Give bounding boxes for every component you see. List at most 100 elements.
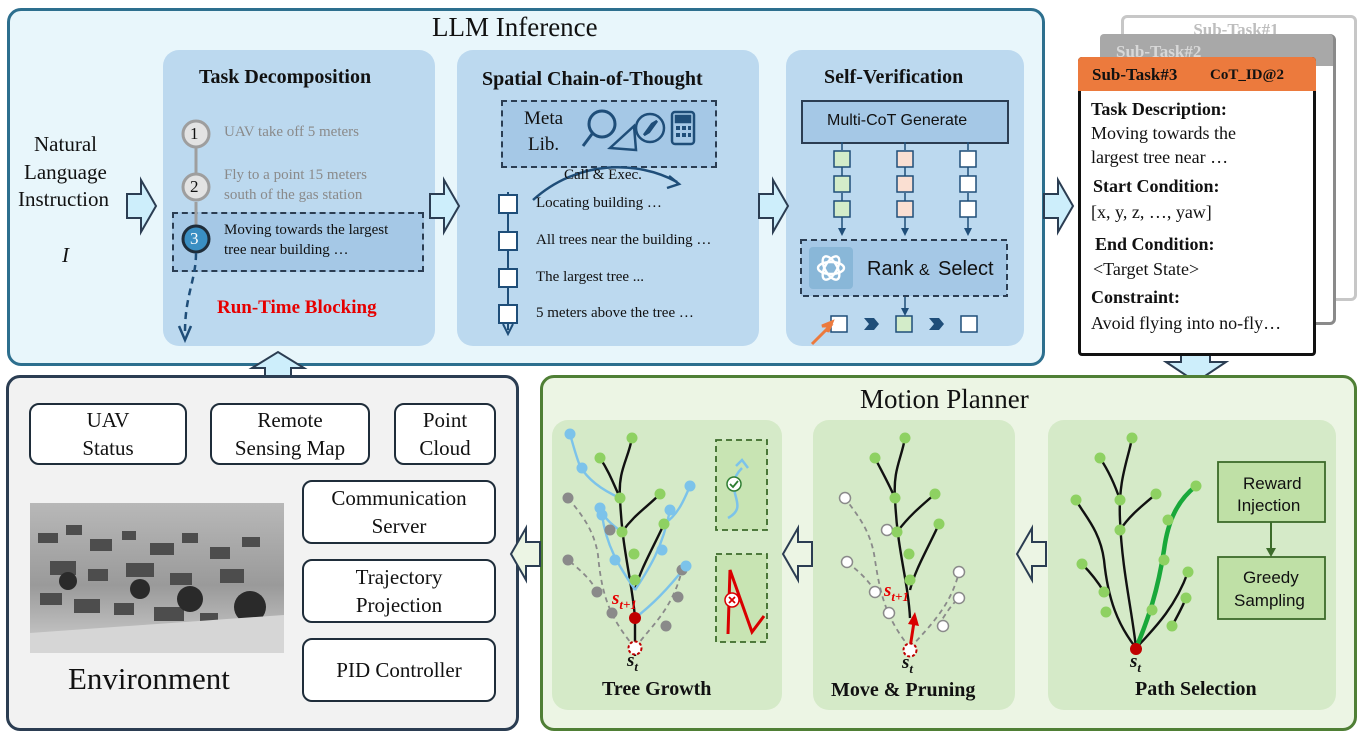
cot-item-3: The largest tree ... [536,269,645,285]
tree-growth-st1-label: st+1 [612,588,637,613]
compass-icon [634,112,666,144]
step-3-text-1: Moving towards the largest [224,222,389,238]
subtask-start-value: [x, y, z, …, yaw] [1091,202,1212,222]
instruction-line3: Instruction [18,187,109,211]
subtask-constraint-value: Avoid flying into no-fly… [1091,313,1282,333]
spatial-cot-title: Spatial Chain-of-Thought [482,68,703,90]
select-label: Select [938,258,994,280]
mp-st-sub: t [909,660,914,676]
remote-sensing-line1: Remote [257,408,323,432]
uav-status-box: UAV Status [29,403,187,465]
meta-lib-line1: Meta [524,108,564,129]
step-3-highlight [172,212,424,272]
instruction-line2: Language [24,160,107,184]
communication-server-box: Communication Server [302,480,496,544]
move-pruning-label: Move & Pruning [831,679,976,701]
step-2-text-2: south of the gas station [224,187,363,203]
calculator-icon [670,110,696,146]
pid-controller-label: PID Controller [336,658,462,682]
step-1-text: UAV take off 5 meters [224,124,359,140]
ruler-triangle-icon [607,123,638,152]
pid-controller-box: PID Controller [302,638,496,702]
mp-st1-sub: t+1 [891,588,909,604]
communication-line1: Communication [331,486,467,510]
path-selection-label: Path Selection [1135,678,1257,700]
instruction-line1: Natural [34,132,97,156]
ps-st-s: s [1130,651,1138,672]
step-1-num: 1 [190,124,199,143]
subtask-constraint-label: Constraint: [1091,287,1180,307]
step-3-text-2: tree near building … [224,242,349,258]
move-pruning-st-label: st [902,652,913,677]
remote-sensing-map-box: Remote Sensing Map [210,403,370,465]
pointer-arrow-icon [810,319,835,346]
subtask-cot-id: CoT_ID@2 [1210,67,1284,83]
communication-line2: Server [371,514,427,538]
spatial-cot-graphics [498,166,682,337]
trajectory-projection-box: Trajectory Projection [302,559,496,623]
subtask-header [1078,57,1316,91]
cot-item-1: Locating building … [536,195,662,211]
step-2-text-1: Fly to a point 15 meters [224,167,367,183]
tree-growth-diagram [562,428,768,656]
openai-logo-icon [809,247,853,289]
remote-sensing-line2: Sensing Map [234,436,346,460]
mp-st1-s: s [884,580,892,601]
tree-growth-label: Tree Growth [602,678,712,700]
self-verification-graphics [800,142,1008,346]
llm-inference-title: LLM Inference [432,12,598,42]
multi-cot-generate-box [801,100,1009,144]
trajectory-line1: Trajectory [355,565,443,589]
environment-render-image [30,503,284,653]
cross-circle-icon [724,592,740,608]
path-selection-diagram [1070,432,1326,655]
mp-st-s: s [902,652,910,673]
run-time-blocking-label: Run-Time Blocking [217,297,377,318]
motion-planner-title: Motion Planner [860,384,1029,414]
environment-title: Environment [68,661,230,696]
st1-s: s [612,588,620,609]
step-3-num: 3 [190,229,199,248]
st-sub: t [634,658,639,674]
move-pruning-st1-label: st+1 [884,580,909,605]
greedy-line1: Greedy [1243,568,1299,587]
task-decomposition-graphics [177,119,211,344]
self-verification-title: Self-Verification [824,66,964,88]
tree-growth-st-label: st [627,650,638,675]
amp-label: & [919,262,930,279]
point-cloud-box: Point Cloud [394,403,496,465]
search-icon [581,109,617,147]
task-decomposition-title: Task Decomposition [199,66,372,88]
cot-item-2: All trees near the building … [536,232,712,248]
uav-status-line1: UAV [86,408,130,432]
multi-cot-generate-label: Multi-CoT Generate [827,112,968,129]
subtask-header-label: Sub-Task#3 [1092,65,1178,84]
subtask-end-value: <Target State> [1093,259,1200,279]
meta-lib-tools [581,109,696,152]
uav-status-line2: Status [82,436,134,460]
greedy-line2: Sampling [1234,591,1305,610]
call-exec-label: Call & Exec. [564,167,642,183]
subtask-desc-label: Task Description: [1091,99,1227,119]
reward-line2: Injection [1237,496,1301,515]
step-2-num: 2 [190,177,199,196]
subtask-desc-1: Moving towards the [1091,123,1236,143]
subtask-end-label: End Condition: [1095,234,1215,254]
cot-item-4: 5 meters above the tree … [536,305,694,321]
st-s: s [627,650,635,671]
trajectory-line2: Projection [355,593,443,617]
subtask-start-label: Start Condition: [1093,176,1220,196]
instruction-symbol: I [62,243,69,267]
subtask-back2-label: Sub-Task#2 [1116,42,1202,61]
path-selection-st-label: st [1130,651,1141,676]
point-cloud-line1: Point [422,408,468,432]
ps-st-sub: t [1137,659,1142,675]
reward-line1: Reward [1243,474,1302,493]
st1-sub: t+1 [619,596,637,612]
task-decomposition-panel [163,50,435,346]
point-cloud-line2: Cloud [419,436,471,460]
subtask-desc-2: largest tree near … [1091,147,1229,167]
rank-label: Rank [867,258,914,280]
subtask-card [1078,57,1316,356]
